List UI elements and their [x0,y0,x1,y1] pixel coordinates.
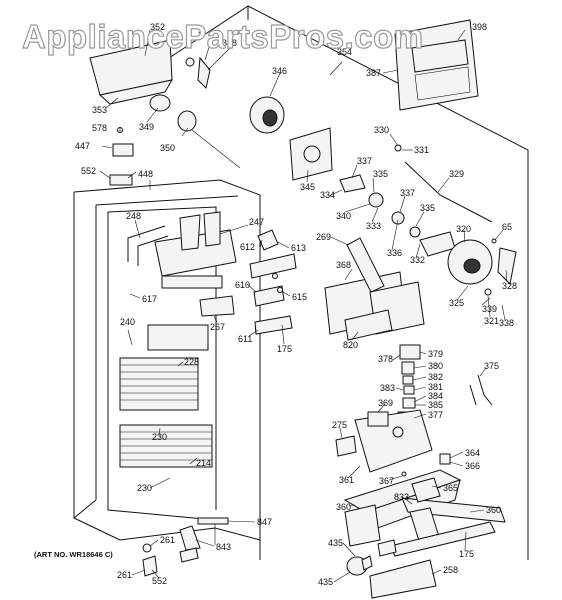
callout-352: 352 [150,22,165,32]
callout-380: 380 [428,361,443,371]
callout-329: 329 [449,169,464,179]
evaporator-coil [119,324,213,468]
callout-448: 448 [138,169,153,179]
callout-337-b: 337 [400,188,415,198]
callout-612: 612 [240,242,255,252]
callout-361: 361 [339,475,354,485]
callout-325: 325 [449,298,464,308]
callout-247: 247 [249,217,264,227]
callout-435-top: 435 [328,538,343,548]
callout-65: 65 [502,222,512,232]
callout-375: 375 [484,361,499,371]
callout-381: 381 [428,382,443,392]
callout-335-a: 335 [373,169,388,179]
callout-552-bottom: 552 [152,576,167,586]
callout-261-bottom: 261 [117,570,132,580]
callout-267: 267 [210,322,225,332]
callout-364: 364 [465,448,480,458]
callout-321: 321 [484,316,499,326]
callout-610: 610 [235,280,250,290]
callout-385: 385 [428,400,443,410]
callout-382: 382 [428,372,443,382]
drawer-rails [343,469,506,557]
leader-lines [99,29,508,583]
callout-258: 258 [443,565,458,575]
callout-365: 365 [443,483,458,493]
callout-350: 350 [160,143,175,153]
light-assembly [346,539,437,599]
callout-labels: 352 3 348 354 398 387 346 353 349 578 44… [75,22,517,587]
callout-230-a: 230 [152,432,167,442]
callout-379: 379 [428,349,443,359]
callout-820: 820 [343,340,358,350]
callout-328: 328 [502,281,517,291]
callout-175-a: 175 [277,344,292,354]
callout-847: 847 [257,517,272,527]
callout-333: 333 [366,221,381,231]
callout-214: 214 [196,458,211,468]
callout-843: 843 [216,542,231,552]
callout-615: 615 [292,292,307,302]
callout-261-top: 261 [160,535,175,545]
callout-360-right: 360 [486,505,501,515]
callout-354: 354 [337,47,352,57]
callout-330: 330 [374,125,389,135]
callout-369: 369 [378,398,393,408]
callout-367: 367 [379,476,394,486]
callout-240: 240 [120,317,135,327]
callout-368: 368 [336,260,351,270]
callout-377: 377 [428,410,443,420]
callout-348: 348 [222,38,237,48]
fan-brackets [199,229,297,335]
callout-331: 331 [414,145,429,155]
callout-3: 3 [198,30,203,40]
callout-398: 398 [472,22,487,32]
callout-384: 384 [428,391,443,401]
callout-833: 833 [394,492,409,502]
callout-345: 345 [300,182,315,192]
callout-617: 617 [142,294,157,304]
callout-435-bottom: 435 [318,577,333,587]
callout-552-top: 552 [81,166,96,176]
callout-360-left: 360 [336,502,351,512]
motor-assembly [249,96,333,181]
callout-578: 578 [92,123,107,133]
control-housing [335,409,451,477]
callout-337-a: 337 [357,156,372,166]
callout-611: 611 [238,334,252,344]
art-number: (ART NO. WR18646 C) [34,550,113,559]
callout-336: 336 [387,248,402,258]
callout-366: 366 [465,461,480,471]
icemaker [324,237,425,341]
callout-338: 338 [499,318,514,328]
watermark: AppliancePartsPros.com [22,18,424,55]
dispenser-door [394,19,479,111]
callout-332: 332 [410,255,425,265]
bottom-left-parts [142,517,229,577]
callout-346: 346 [272,66,287,76]
fan-housing [127,211,237,289]
callout-378: 378 [378,354,393,364]
callout-275: 275 [332,420,347,430]
callout-339: 339 [482,304,497,314]
callout-349: 349 [139,122,154,132]
callout-230-b: 230 [137,483,152,493]
callout-320: 320 [456,224,471,234]
callout-175-b: 175 [459,549,474,559]
callout-387: 387 [366,68,381,78]
callout-334: 334 [320,190,335,200]
linkage-gears [339,144,517,296]
callout-269: 269 [316,232,331,242]
callout-383: 383 [380,383,395,393]
callout-248: 248 [126,211,141,221]
callout-340: 340 [336,211,351,221]
callout-447: 447 [75,141,90,151]
callout-228: 228 [184,357,199,367]
callout-353: 353 [92,105,107,115]
ice-bucket-assembly [89,39,241,186]
callout-335-b: 335 [420,203,435,213]
callout-613: 613 [291,243,306,253]
